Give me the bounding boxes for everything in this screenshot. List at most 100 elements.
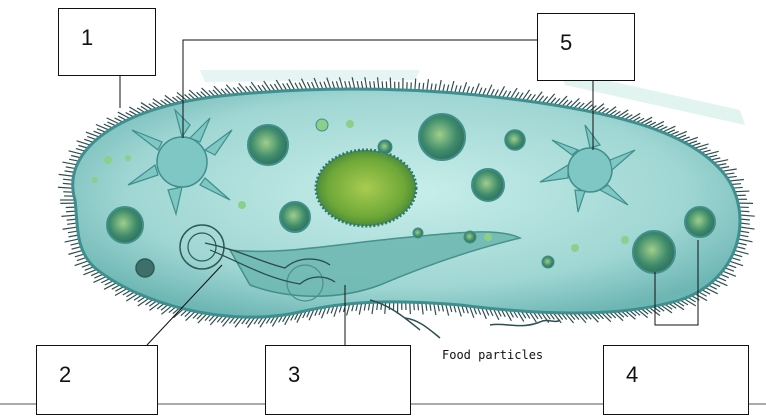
- cilium: [661, 305, 672, 313]
- cilium: [662, 126, 675, 132]
- cilium: [67, 219, 77, 220]
- cilium: [251, 82, 259, 92]
- cilium: [593, 104, 604, 112]
- cilium: [69, 151, 83, 155]
- cilium: [359, 303, 362, 315]
- cilium: [589, 313, 598, 323]
- cilium: [67, 223, 77, 224]
- cilium: [463, 82, 467, 94]
- cilium: [65, 239, 79, 242]
- food-particles-label: Food particles: [442, 348, 543, 362]
- cilium: [69, 235, 79, 237]
- cilium: [59, 174, 74, 176]
- cilium: [210, 315, 219, 325]
- food-vacuole: [685, 207, 715, 237]
- label-box-4[interactable]: 4: [603, 345, 749, 415]
- label-box-5[interactable]: 5: [537, 13, 635, 81]
- cilium: [422, 302, 423, 314]
- food-vacuole: [378, 140, 392, 154]
- label-number: 3: [288, 362, 300, 388]
- cilium: [684, 299, 696, 306]
- food-vacuole: [621, 236, 629, 244]
- cilium: [637, 309, 648, 318]
- food-vacuole: [280, 202, 310, 232]
- cilium: [628, 113, 640, 120]
- cilium: [62, 162, 77, 165]
- cilium: [214, 86, 223, 96]
- cilium: [68, 231, 78, 233]
- cilium: [446, 304, 449, 316]
- cilium: [475, 83, 480, 94]
- food-vacuole: [125, 155, 131, 161]
- cilium: [75, 261, 89, 266]
- cilium: [118, 112, 131, 119]
- cilium: [61, 215, 76, 216]
- label-box-3[interactable]: 3: [265, 345, 411, 415]
- food-vacuole: [472, 169, 504, 201]
- cilium: [617, 110, 629, 118]
- cilium: [577, 313, 586, 323]
- cilium: [239, 83, 247, 93]
- cilium: [640, 117, 652, 124]
- cilium: [372, 302, 374, 314]
- cilium: [415, 79, 416, 91]
- food-vacuole: [316, 119, 328, 131]
- cilium: [651, 121, 664, 127]
- cilium: [738, 239, 753, 242]
- cilium: [115, 288, 127, 295]
- cilium: [695, 294, 707, 301]
- food-vacuole: [542, 256, 554, 268]
- cilium: [582, 101, 592, 110]
- label-number: 5: [560, 30, 572, 56]
- cilium: [534, 92, 542, 102]
- cilium: [264, 81, 271, 92]
- label-box-2[interactable]: 2: [36, 345, 158, 415]
- food-vacuole: [107, 207, 143, 243]
- cilium: [226, 85, 235, 95]
- food-vacuole: [464, 231, 476, 243]
- label-number: 1: [81, 25, 93, 51]
- cilium: [150, 302, 161, 310]
- cilium: [565, 313, 573, 323]
- cilium: [722, 169, 737, 171]
- cilium: [451, 81, 454, 93]
- cilium: [546, 94, 555, 104]
- food-vacuole: [571, 244, 579, 252]
- cilium: [410, 302, 411, 314]
- food-vacuole: [238, 201, 246, 209]
- cilium: [649, 307, 660, 315]
- label-number: 4: [626, 362, 638, 388]
- cilium: [734, 250, 748, 254]
- cilium: [63, 227, 78, 229]
- cilium: [613, 312, 623, 321]
- cilium: [672, 302, 684, 310]
- food-vacuole: [484, 233, 492, 241]
- cilium: [68, 250, 82, 254]
- cilium: [186, 311, 196, 320]
- cilium: [385, 302, 386, 314]
- cilium: [161, 306, 172, 315]
- cilium: [138, 298, 149, 306]
- food-vacuole: [419, 114, 465, 160]
- macronucleus: [316, 150, 416, 226]
- cilium: [439, 80, 441, 92]
- cilium: [390, 78, 391, 90]
- label-number: 2: [59, 362, 71, 388]
- cilium: [58, 187, 73, 188]
- cilium: [729, 261, 743, 266]
- cilium: [570, 98, 580, 107]
- cilium: [605, 107, 616, 115]
- cilium: [601, 312, 610, 321]
- food-vacuole: [413, 228, 423, 238]
- cilium: [427, 79, 429, 91]
- cilium: [173, 309, 183, 318]
- cilium: [434, 303, 436, 315]
- cilium: [202, 88, 212, 97]
- background-streak: [200, 70, 420, 82]
- food-vacuole: [248, 125, 288, 165]
- label-box-1[interactable]: 1: [58, 8, 156, 76]
- food-vacuole: [136, 259, 154, 277]
- cilium: [740, 227, 755, 229]
- cilium: [714, 160, 729, 163]
